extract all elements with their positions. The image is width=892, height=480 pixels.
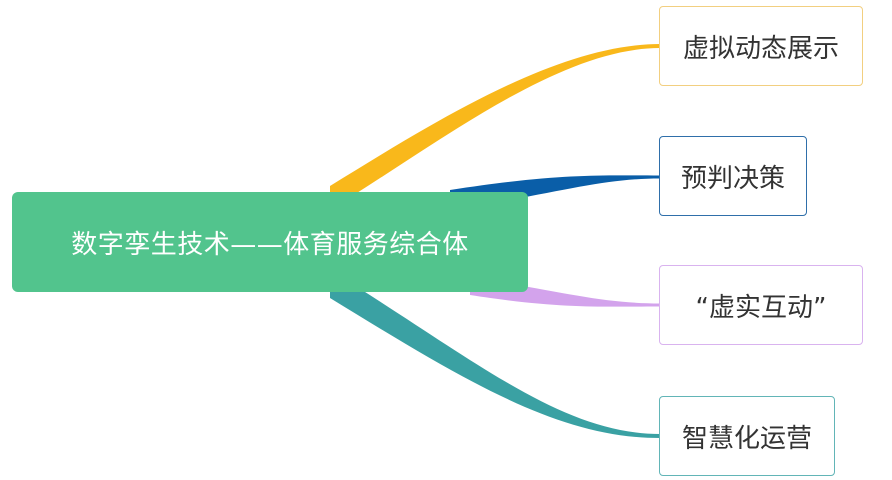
branch-node-prediction-decision[interactable]: 预判决策 xyxy=(659,136,807,216)
branch-node-virtual-display[interactable]: 虚拟动态展示 xyxy=(659,6,863,86)
branch-node-smart-operation[interactable]: 智慧化运营 xyxy=(659,396,835,476)
branch-node-virtual-real-interaction[interactable]: “虚实互动” xyxy=(659,265,863,345)
connector-prediction-decision xyxy=(450,175,660,210)
connector-virtual-real-interaction xyxy=(470,277,660,307)
branch-node-label: 智慧化运营 xyxy=(681,423,812,454)
branch-node-label: 虚拟动态展示 xyxy=(682,33,839,64)
root-node[interactable]: 数字孪生技术——体育服务综合体 xyxy=(12,192,528,292)
branch-node-label: “虚实互动” xyxy=(695,292,827,323)
root-node-label: 数字孪生技术——体育服务综合体 xyxy=(71,229,469,260)
branch-node-label: 预判决策 xyxy=(680,163,785,194)
